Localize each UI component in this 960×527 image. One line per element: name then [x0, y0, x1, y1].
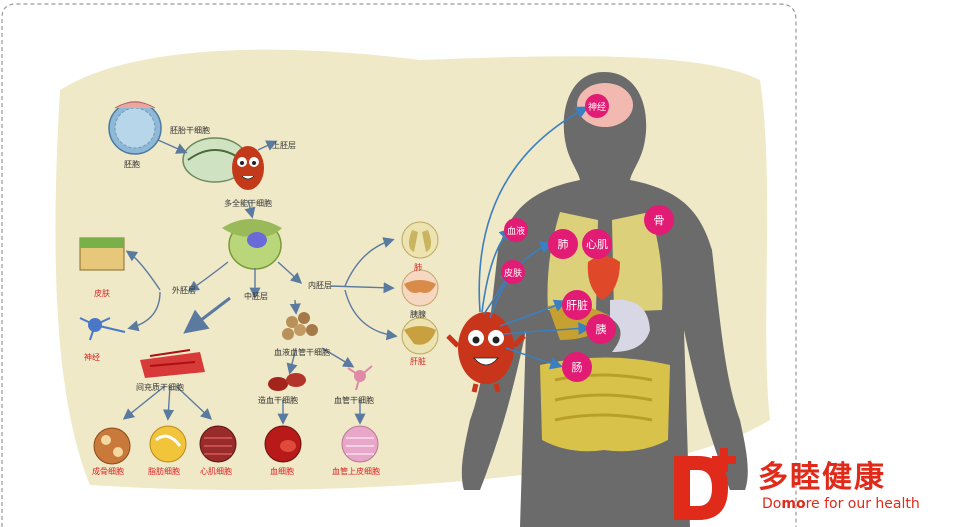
- brand-name: 多睦健康: [758, 460, 886, 495]
- marker-bone: 骨: [644, 205, 674, 235]
- label-blood-cell: 血细胞: [270, 467, 294, 476]
- cardiomyocyte-icon: [199, 425, 237, 463]
- pancreas-organ-icon: [401, 269, 439, 307]
- mascot-large-icon: [446, 312, 526, 393]
- nerve-cell-icon: [79, 317, 126, 341]
- label-endothelial-cell: 血管上皮细胞: [332, 467, 380, 476]
- marker-pancreas: 胰: [586, 314, 616, 344]
- label-nerve: 神经: [84, 353, 100, 362]
- marker-blood: 血液: [504, 218, 528, 242]
- label-cardiomyocyte: 心肌细胞: [200, 467, 232, 476]
- label-osteoblast: 成骨细胞: [92, 467, 124, 476]
- label-liver: 肝脏: [410, 357, 426, 366]
- skin-tissue-icon: [79, 237, 125, 271]
- label-hematopoietic-stem-cell: 造血干细胞: [258, 396, 298, 405]
- blood-cell-icon: [264, 425, 302, 463]
- marker-heart-muscle: 心肌: [582, 229, 612, 259]
- label-mesenchymal-stem-cell: 间充质干细胞: [136, 383, 184, 392]
- label-pancreas: 胰腺: [410, 310, 426, 319]
- mesenchymal-cells-icon: [140, 349, 205, 378]
- label-vascular-stem-cell: 血管干细胞: [334, 396, 374, 405]
- label-mesoderm: 中胚层: [244, 292, 268, 301]
- hematopoietic-cells-icon: [268, 373, 306, 391]
- marker-skin: 皮肤: [501, 260, 525, 284]
- embryology-arrows: [122, 139, 398, 425]
- dashed-frame: [1, 3, 797, 527]
- marker-intestine: 肠: [562, 352, 592, 382]
- hemangioblast-cluster-icon: [282, 312, 318, 340]
- endothelial-cell-icon: [341, 425, 379, 463]
- marker-liver: 肝脏: [562, 290, 592, 320]
- brand-slogan-rest: re for our health: [805, 496, 920, 512]
- blastocyst-icon: [108, 101, 162, 155]
- liver-organ-icon: [401, 317, 439, 355]
- label-hemangioblast: 血液血管干细胞: [274, 348, 330, 357]
- label-skin: 皮肤: [94, 289, 110, 298]
- osteoblast-icon: [93, 427, 131, 465]
- label-blastocyst: 胚胞: [124, 160, 140, 169]
- label-pluripotent-stem-cell: 多全能干细胞: [224, 199, 272, 208]
- label-endoderm: 内胚层: [308, 281, 332, 290]
- label-epiblast: 上胚层: [272, 141, 296, 150]
- vascular-stem-cell-icon: [347, 365, 373, 391]
- label-embryonic-stem-cell: 胚胎干细胞: [170, 126, 210, 135]
- brand-slogan-prefix: Do: [762, 496, 782, 512]
- label-lung: 肺: [414, 263, 422, 272]
- brand-slogan: Domore for our health: [762, 496, 920, 512]
- lung-organ-icon: [401, 221, 439, 259]
- label-adipocyte: 脂肪细胞: [148, 467, 180, 476]
- label-ectoderm: 外胚层: [172, 286, 196, 295]
- brand-slogan-bold: mo: [781, 496, 806, 512]
- pluripotent-cell-icon: [222, 219, 282, 270]
- marker-nerve: 神经: [585, 94, 609, 118]
- adipocyte-icon: [149, 425, 187, 463]
- mascot-small-icon: [232, 146, 264, 190]
- marker-lung: 肺: [548, 229, 578, 259]
- brand-logo: [674, 448, 736, 520]
